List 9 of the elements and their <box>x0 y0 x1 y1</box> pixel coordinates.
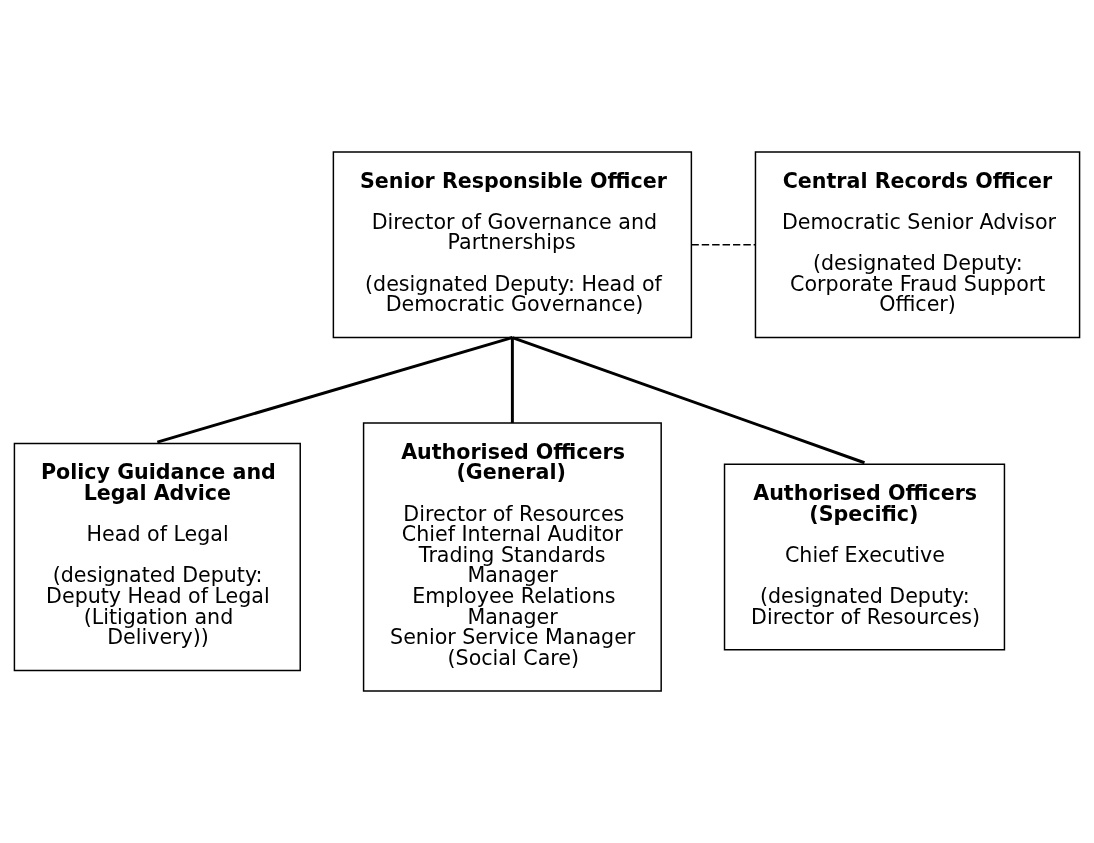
connector <box>510 337 514 423</box>
node-box: Authorised Officers (General) Director of Resources Chief Internal Auditor Trading Standards Manager Employee Relations Manager Senior Service Manager (Social Care) <box>362 422 662 692</box>
node-box: Senior Responsible Officer Director of Governance and Partnerships (designated Deputy: Head of Democratic Governance) <box>332 151 693 339</box>
connector <box>690 243 756 246</box>
connector <box>156 336 513 444</box>
node-box: Policy Guidance and Legal Advice Head of Legal (designated Deputy: Deputy Head of Legal (Litigation and Delivery)) <box>13 442 301 672</box>
node-box: Authorised Officers (Specific) Chief Executive (designated Deputy: Director of Resources) <box>723 463 1006 651</box>
connector <box>511 336 865 465</box>
node-box: Central Records Officer Democratic Senior Advisor (designated Deputy: Corporate Fraud Support Officer) <box>754 151 1081 339</box>
